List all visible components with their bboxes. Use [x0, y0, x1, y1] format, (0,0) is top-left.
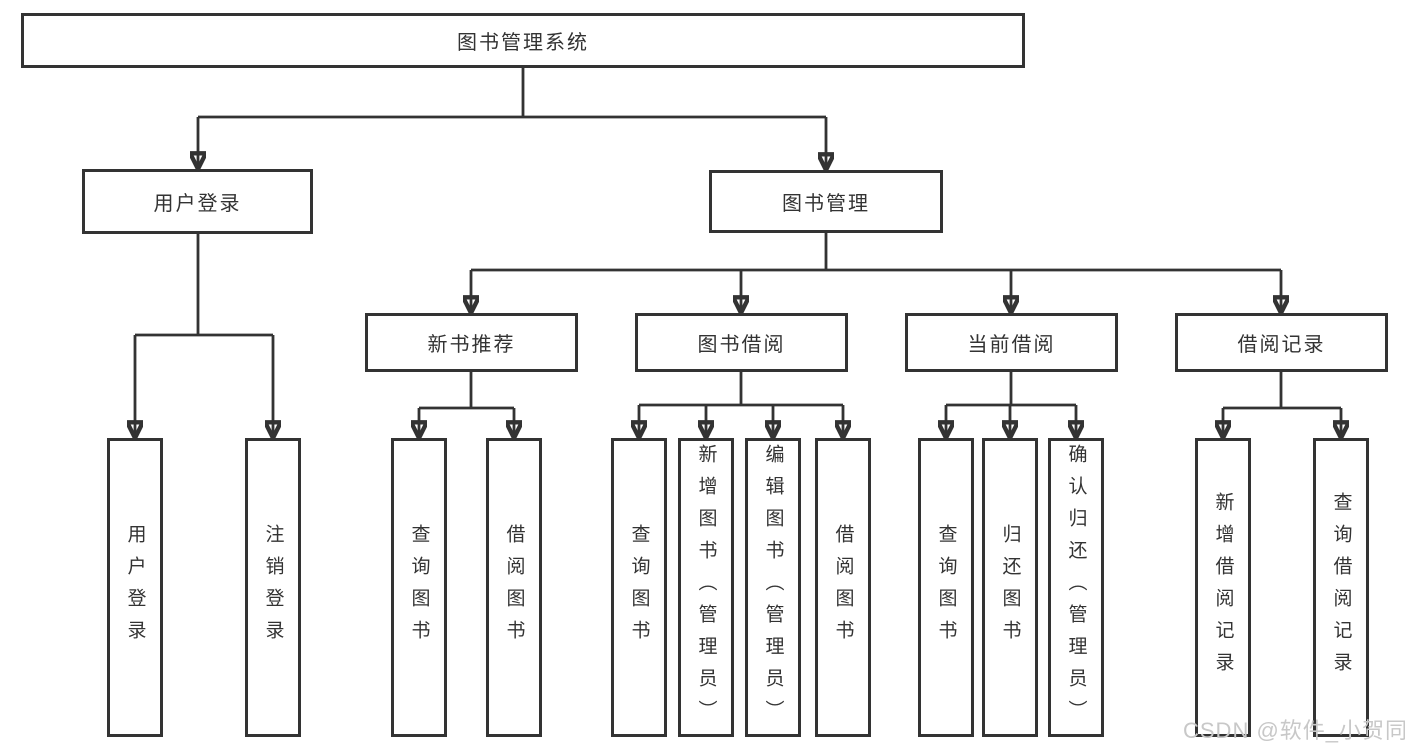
node-user-login: 用户登录 [82, 169, 313, 234]
leaf-label: 归还图书 [999, 523, 1021, 652]
node-label: 图书借阅 [697, 334, 786, 356]
leaf-add-borrow-record: 新增借阅记录 [1195, 438, 1251, 737]
node-new-book-recommend: 新书推荐 [365, 313, 578, 372]
leaf-label: 编辑图书（管理员） [762, 443, 784, 732]
leaf-confirm-return-admin: 确认归还（管理员） [1048, 438, 1104, 737]
leaf-label: 确认归还（管理员） [1065, 443, 1087, 732]
node-library-management-system: 图书管理系统 [21, 13, 1025, 68]
leaf-add-book-admin: 新增图书（管理员） [678, 438, 734, 737]
node-book-management: 图书管理 [709, 170, 943, 233]
leaf-label: 查询图书 [628, 523, 650, 652]
node-label: 借阅记录 [1237, 334, 1326, 356]
leaf-query-book: 查询图书 [611, 438, 667, 737]
leaf-return-book: 归还图书 [982, 438, 1038, 737]
leaf-label: 查询图书 [408, 523, 430, 652]
node-label: 当前借阅 [967, 334, 1056, 356]
leaf-user-login: 用户登录 [107, 438, 163, 737]
leaf-label: 新增图书（管理员） [695, 443, 717, 732]
node-label: 图书管理 [782, 193, 870, 215]
leaf-label: 新增借阅记录 [1212, 491, 1234, 684]
leaf-edit-book-admin: 编辑图书（管理员） [745, 438, 801, 737]
leaf-label: 注销登录 [262, 523, 284, 652]
leaf-borrow-book: 借阅图书 [486, 438, 542, 737]
leaf-label: 借阅图书 [503, 523, 525, 652]
node-borrow-records: 借阅记录 [1175, 313, 1388, 372]
leaf-label: 查询图书 [935, 523, 957, 652]
leaf-label: 用户登录 [124, 523, 146, 652]
node-label: 新书推荐 [427, 334, 516, 356]
csdn-watermark: CSDN @软件_小贺同学 [1183, 718, 1405, 743]
node-current-borrow: 当前借阅 [905, 313, 1118, 372]
node-label: 用户登录 [153, 193, 242, 215]
leaf-query-book: 查询图书 [918, 438, 974, 737]
node-book-borrow: 图书借阅 [635, 313, 848, 372]
leaf-logout: 注销登录 [245, 438, 301, 737]
leaf-label: 查询借阅记录 [1330, 491, 1352, 684]
node-label: 图书管理系统 [457, 32, 589, 54]
leaf-borrow-book: 借阅图书 [815, 438, 871, 737]
leaf-query-borrow-record: 查询借阅记录 [1313, 438, 1369, 737]
leaf-query-book: 查询图书 [391, 438, 447, 737]
leaf-label: 借阅图书 [832, 523, 854, 652]
